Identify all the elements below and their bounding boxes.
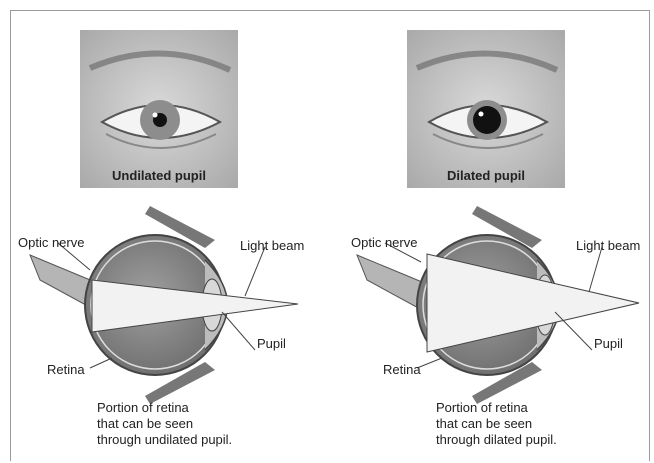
retina-portion-description-left: Portion of retina that can be seen throu…: [97, 400, 232, 448]
description-line: Portion of retina: [436, 400, 557, 416]
dilated-eye-photo: Dilated pupil: [407, 30, 565, 188]
description-line: that can be seen: [97, 416, 232, 432]
dilated-panel: Dilated pupil Optic nerve Light beam: [327, 0, 654, 463]
description-line: Portion of retina: [97, 400, 232, 416]
undilated-panel: Undilated pupil: [0, 0, 327, 463]
undilated-eye-diagram: [0, 200, 327, 410]
light-beam-label-left: Light beam: [240, 238, 304, 253]
retina-label-right: Retina: [383, 362, 421, 377]
pupil-label-left: Pupil: [257, 336, 286, 351]
description-line: through undilated pupil.: [97, 432, 232, 448]
undilated-eye-photo: Undilated pupil: [80, 30, 238, 188]
retina-label-left: Retina: [47, 362, 85, 377]
description-line: that can be seen: [436, 416, 557, 432]
description-line: through dilated pupil.: [436, 432, 557, 448]
dilated-eye-diagram: [327, 200, 654, 410]
retina-portion-description-right: Portion of retina that can be seen throu…: [436, 400, 557, 448]
dilated-caption: Dilated pupil: [447, 168, 525, 183]
undilated-caption: Undilated pupil: [112, 168, 206, 183]
optic-nerve-label-right: Optic nerve: [351, 235, 417, 250]
optic-nerve-label-left: Optic nerve: [18, 235, 84, 250]
light-beam-label-right: Light beam: [576, 238, 640, 253]
pupil-label-right: Pupil: [594, 336, 623, 351]
